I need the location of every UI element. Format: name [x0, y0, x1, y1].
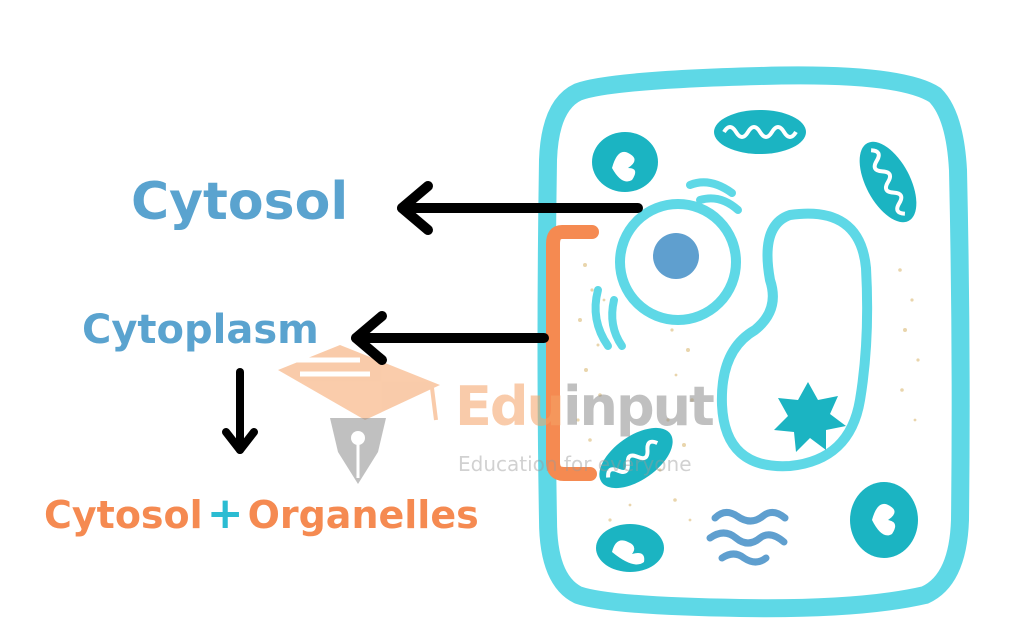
- golgi-apparatus: [591, 178, 742, 350]
- cytosol-label: Cytosol: [131, 172, 349, 232]
- cytosol-speckles: [576, 263, 920, 522]
- arrow-down-icon: [222, 368, 258, 454]
- star-organelle: [774, 382, 846, 452]
- arrow-left-icon: [351, 311, 549, 365]
- pen-nib-icon: [330, 418, 386, 484]
- watermark-tagline: Education for everyone: [458, 452, 692, 476]
- chloroplast-bottom-right: [850, 482, 918, 558]
- graduation-cap-icon: [278, 345, 440, 421]
- mitochondrion-lower: [599, 427, 673, 489]
- sum-right-label: Organelles: [247, 493, 479, 537]
- mitochondrion-right: [859, 141, 917, 223]
- plus-icon: +: [206, 488, 244, 539]
- nucleus: [615, 199, 741, 325]
- chloroplast-bottom-left: [596, 524, 664, 572]
- cytoplasm-label: Cytoplasm: [82, 307, 319, 353]
- composition-label: Cytosol+Organelles: [44, 492, 479, 536]
- mitochondrion-top: [714, 110, 806, 154]
- arrow-left-icon: [397, 181, 643, 235]
- chloroplast-top-left: [592, 132, 658, 192]
- watermark-brand: Eduinput: [455, 380, 715, 434]
- watermark-brand-part1: Edu: [455, 375, 565, 438]
- watermark-brand-part2: input: [563, 375, 715, 438]
- sum-left-label: Cytosol: [44, 493, 203, 537]
- endoplasmic-reticulum: [706, 509, 789, 566]
- cytosol-bracket: [546, 225, 599, 481]
